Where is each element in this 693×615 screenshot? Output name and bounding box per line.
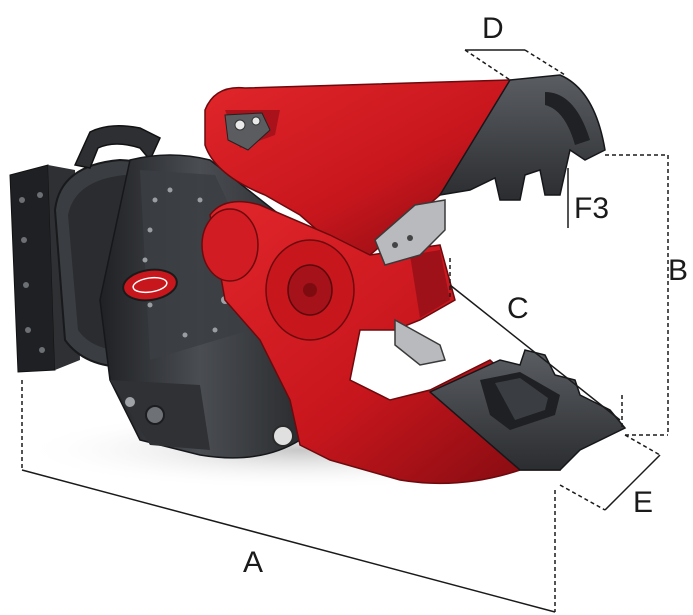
- label-e: E: [633, 486, 653, 519]
- lower-cutter-blade: [394, 318, 446, 366]
- label-b: B: [668, 254, 688, 287]
- label-d: D: [482, 12, 504, 45]
- upper-cutter-blade: [374, 199, 446, 266]
- dimension-line-e: [604, 454, 661, 511]
- dimension-line-a: [21, 469, 556, 613]
- red-oval-logo-icon: [122, 268, 178, 302]
- dimension-line-c: [449, 284, 621, 421]
- label-f3: F3: [574, 192, 609, 225]
- dimension-lines: [21, 49, 669, 613]
- label-a: A: [243, 546, 263, 579]
- pivot-cylinder: [201, 208, 355, 341]
- label-c: C: [507, 292, 529, 325]
